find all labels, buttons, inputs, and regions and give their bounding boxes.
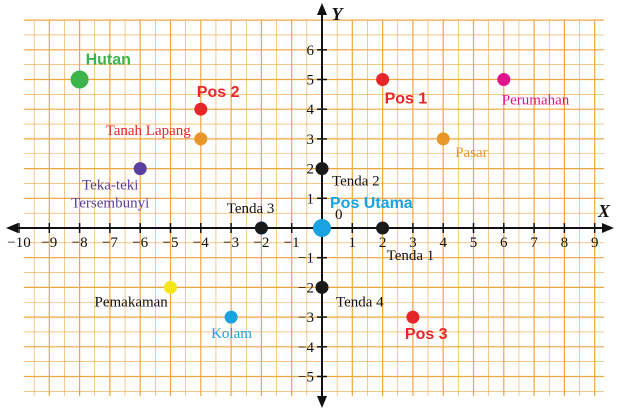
x-tick-label: 7	[530, 235, 538, 251]
x-tick-label: 2	[379, 235, 387, 251]
label-tenda-3: Tenda 3	[227, 201, 275, 217]
point-hutan	[70, 70, 89, 89]
x-axis-arrow-left	[6, 223, 18, 233]
axes: X Y 0	[6, 3, 614, 408]
y-tick-label: 6	[307, 43, 315, 59]
grid	[24, 19, 604, 396]
label-perumahan: Perumahan	[502, 93, 570, 109]
y-tick-label: 1	[307, 191, 315, 207]
y-tick-label: 5	[307, 73, 315, 89]
y-tick-label: 3	[307, 132, 315, 148]
point-tanah-lapang	[194, 132, 208, 146]
x-tick-label: −1	[284, 235, 300, 251]
label-pos-utama: Pos Utama	[330, 195, 413, 212]
origin-label: 0	[335, 207, 343, 223]
label-pemakaman: Pemakaman	[95, 294, 169, 310]
y-axis-arrow-top	[317, 3, 327, 15]
y-axis-title: Y	[332, 4, 345, 24]
y-tick-label: 4	[307, 102, 315, 118]
y-tick-label: −5	[298, 370, 314, 386]
x-tick-label: −7	[102, 235, 118, 251]
label-kolam: Kolam	[211, 326, 252, 342]
x-tick-label: 1	[349, 235, 357, 251]
y-tick-label: −4	[298, 340, 314, 356]
y-tick-label: −1	[298, 251, 314, 267]
x-tick-label: −2	[253, 235, 269, 251]
label-tenda-1: Tenda 1	[387, 248, 435, 264]
x-tick-label: −5	[163, 235, 179, 251]
point-perumahan	[497, 73, 511, 86]
point-tenda-1	[376, 221, 390, 235]
x-tick-label: 5	[470, 235, 478, 251]
x-tick-label: −8	[72, 235, 88, 251]
x-tick-label: −9	[41, 235, 57, 251]
point-tenda-4	[315, 280, 329, 294]
x-tick-label: 4	[439, 235, 447, 251]
point-teka-teki-tersembunyi	[133, 162, 147, 176]
label-pos-3: Pos 3	[405, 326, 448, 343]
label-tenda-2: Tenda 2	[332, 174, 380, 190]
y-tick-label: 2	[307, 162, 315, 178]
label-pos-1: Pos 1	[385, 91, 428, 108]
point-tenda-2	[315, 162, 329, 176]
label-hutan: Hutan	[86, 52, 131, 69]
y-tick-label: −2	[298, 280, 314, 296]
x-tick-label: −4	[193, 235, 209, 251]
point-tenda-3	[254, 221, 268, 235]
point-pos-2	[194, 102, 208, 116]
y-tick-label: −3	[298, 310, 314, 326]
label-pos-2: Pos 2	[197, 84, 240, 101]
x-tick-label: 8	[561, 235, 569, 251]
label-tanah-lapang: Tanah Lapang	[106, 123, 192, 139]
point-pos-3	[406, 310, 420, 324]
x-tick-label: −10	[7, 235, 30, 251]
x-tick-label: 6	[500, 235, 508, 251]
label-tenda-4: Tenda 4	[336, 294, 384, 310]
x-axis-title: X	[597, 201, 611, 221]
x-tick-label: −3	[223, 235, 239, 251]
point-pos-1	[376, 73, 390, 86]
x-tick-label: 9	[591, 235, 599, 251]
y-axis-arrow-bottom	[317, 396, 327, 408]
point-pemakaman	[164, 280, 177, 294]
x-axis-arrow-right	[602, 223, 614, 233]
point-pasar	[436, 132, 450, 146]
point-kolam	[224, 310, 238, 324]
x-tick-label: 3	[409, 235, 417, 251]
label-pasar: Pasar	[455, 145, 488, 161]
x-tick-label: −6	[132, 235, 148, 251]
point-pos-utama	[313, 219, 331, 237]
